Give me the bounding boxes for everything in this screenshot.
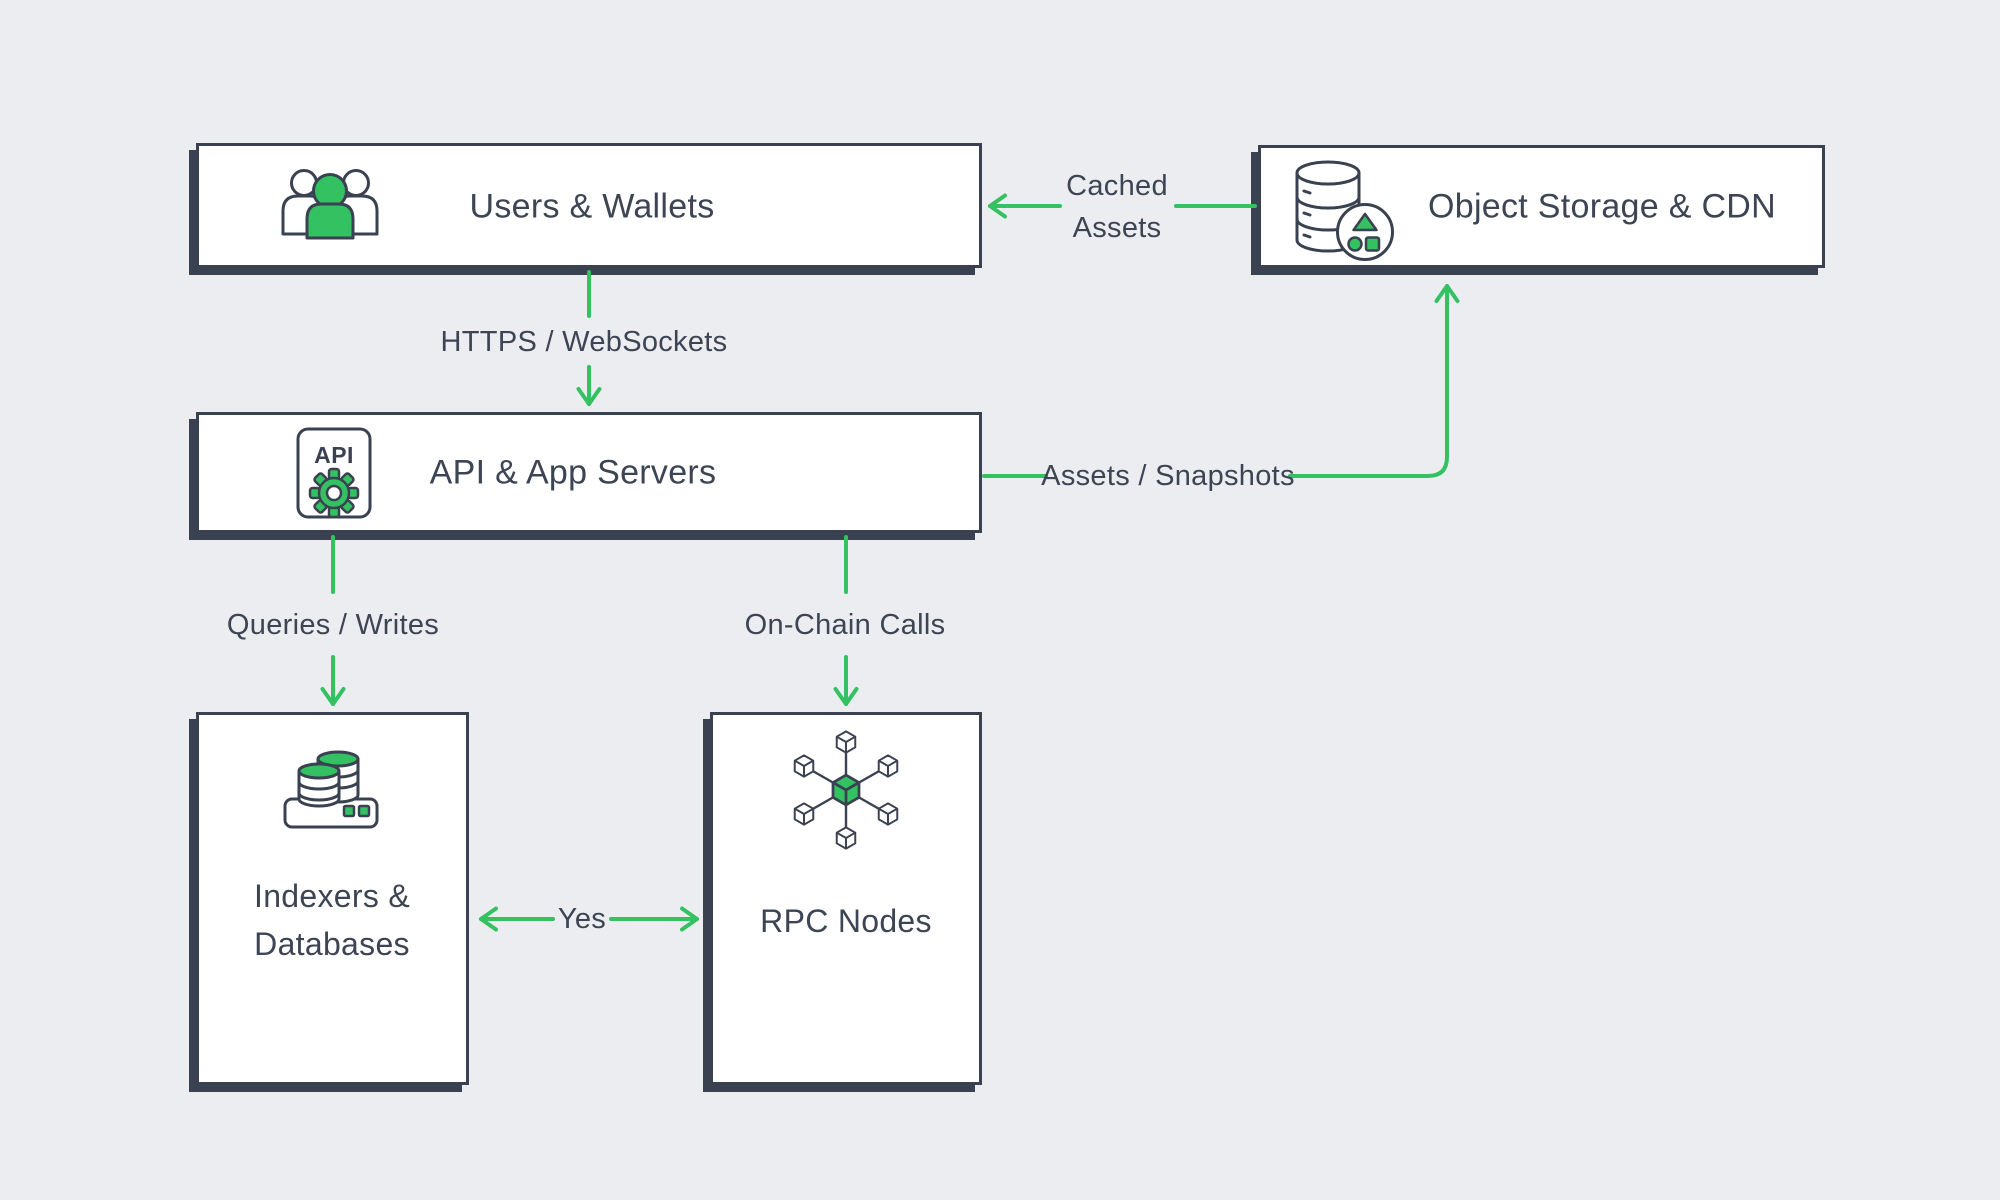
on-chain-calls-edge-label: On-Chain Calls [744,609,946,641]
node-api-app-servers [196,412,982,533]
cached-assets-line1: Cached [1066,170,1168,202]
node-object-storage-cdn [1258,145,1825,268]
node-rpc-nodes [710,712,982,1085]
cached-assets-line2: Assets [1072,212,1162,244]
node-users-wallets [196,143,982,268]
cached-assets-edge-label: Cached Assets [1066,165,1168,249]
queries-writes-edge-label: Queries / Writes [226,609,440,641]
yes-edge-label: Yes [557,903,607,935]
node-indexers-databases [196,712,469,1085]
edge-assets-snapshots-arrow [1288,284,1460,478]
https-websockets-edge-label: HTTPS / WebSockets [440,326,728,358]
assets-snapshots-edge-label: Assets / Snapshots [1041,460,1295,492]
